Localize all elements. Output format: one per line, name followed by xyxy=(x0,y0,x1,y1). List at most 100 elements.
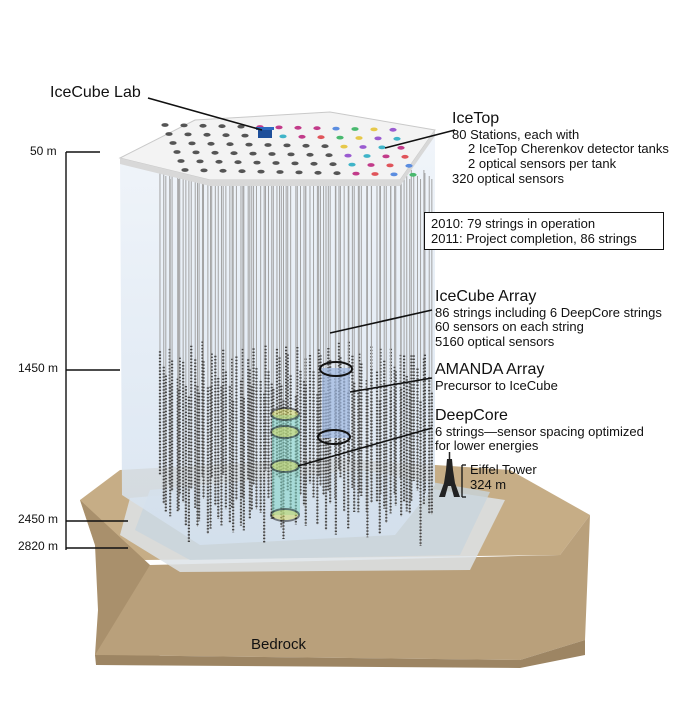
icetop-tank xyxy=(313,126,321,131)
icetop-tank xyxy=(295,170,303,175)
icetop-tanks xyxy=(161,123,417,177)
icetop-line: 80 Stations, each with xyxy=(452,126,580,142)
icecube-array-line: 86 strings including 6 DeepCore strings xyxy=(435,304,662,320)
icetop-tank xyxy=(336,135,344,140)
icetop-tank xyxy=(215,159,223,164)
icecube-lab-label: IceCube Lab xyxy=(50,84,141,101)
icetop-line: 2 IceTop Cherenkov detector tanks xyxy=(468,141,669,157)
icetop-tank xyxy=(165,132,173,136)
deepcore-line: 6 strings—sensor spacing optimized xyxy=(435,423,644,439)
icetop-tank xyxy=(378,145,386,150)
icetop-tank xyxy=(352,171,360,176)
status-line: 2010: 79 strings in operation xyxy=(431,216,596,231)
icetop-tank xyxy=(382,154,390,159)
icecube-array-block: IceCube Array 86 strings including 6 Dee… xyxy=(435,288,662,350)
icetop-tank xyxy=(275,125,283,130)
icetop-tank xyxy=(234,160,242,165)
icetop-tank xyxy=(314,170,322,175)
icetop-surface xyxy=(118,111,436,186)
icetop-tank xyxy=(340,144,348,149)
icetop-tank xyxy=(348,162,356,167)
icetop-tank xyxy=(257,169,265,174)
icetop-tank xyxy=(272,161,280,165)
eiffel-bracket xyxy=(461,464,466,498)
icetop-tank xyxy=(181,168,189,172)
icetop-tank xyxy=(230,151,238,156)
icetop-tank xyxy=(405,163,413,168)
icetop-tank xyxy=(393,136,401,141)
icetop-tank xyxy=(302,143,310,148)
icetop-tank xyxy=(249,151,257,156)
icetop-tank xyxy=(253,160,261,165)
icetop-tank xyxy=(359,145,367,149)
amanda-title: AMANDA Array xyxy=(435,361,545,378)
icetop-tank xyxy=(279,134,287,139)
icetop-tank xyxy=(241,133,249,138)
deepcore-ring xyxy=(270,407,300,421)
icetop-tank xyxy=(200,168,208,173)
icetop-block: IceTop 80 Stations, each with 2 IceTop C… xyxy=(452,110,669,186)
icetop-tank xyxy=(389,127,397,132)
eiffel-tower-icon xyxy=(439,452,460,497)
deepcore-ring xyxy=(270,459,300,473)
bedrock-bottom xyxy=(95,640,585,668)
icetop-tank xyxy=(409,172,417,177)
icetop-tank xyxy=(207,141,215,146)
icetop-tank xyxy=(332,126,340,131)
icetop-tank xyxy=(192,150,200,155)
amanda-subtitle: Precursor to IceCube xyxy=(435,377,558,393)
bedrock-front xyxy=(95,515,590,660)
icetop-tank xyxy=(298,134,306,139)
icecube-array-line: 60 sensors on each string xyxy=(435,319,584,335)
icetop-tank xyxy=(177,159,185,163)
icetop-tank xyxy=(222,133,230,138)
depth-scale xyxy=(65,151,128,550)
icetop-tank xyxy=(317,135,325,140)
icetop-tank xyxy=(325,153,333,158)
deepcore-array xyxy=(270,407,300,522)
icetop-tank xyxy=(370,127,378,132)
status-line: 2011: Project completion, 86 strings xyxy=(431,231,637,246)
eiffel-title: Eiffel Tower xyxy=(470,462,537,477)
icetop-tank xyxy=(333,171,341,176)
icecube-lab-building xyxy=(256,127,274,138)
icetop-tank xyxy=(351,127,359,131)
icetop-tank xyxy=(203,132,211,137)
icetop-tank xyxy=(196,159,204,164)
icetop-tank xyxy=(374,136,382,141)
amanda-block: AMANDA Array Precursor to IceCube xyxy=(435,361,558,393)
icetop-tank xyxy=(310,161,318,166)
icetop-tank xyxy=(401,154,409,159)
icetop-tank xyxy=(245,142,253,147)
icetop-tank xyxy=(180,123,188,128)
icetop-tank xyxy=(169,141,177,145)
icetop-tank xyxy=(283,143,291,148)
icetop-tank xyxy=(226,142,234,147)
icetop-tank xyxy=(355,136,363,140)
leader-lines xyxy=(147,97,456,467)
depth-label-2820: 2820 m xyxy=(18,539,59,553)
icetop-tank xyxy=(390,172,398,177)
eiffel-height: 324 m xyxy=(470,476,507,492)
icetop-tank xyxy=(371,172,379,176)
icetop-tank xyxy=(321,144,329,149)
icetop-tank xyxy=(386,163,394,168)
eiffel-block: Eiffel Tower 324 m xyxy=(470,462,537,492)
status-box: 2010: 79 strings in operation 2011: Proj… xyxy=(424,212,664,250)
icetop-tank xyxy=(276,170,284,174)
icetop-tank xyxy=(291,161,299,166)
icetop-tank xyxy=(173,150,181,154)
icetop-title: IceTop xyxy=(452,110,500,127)
depth-label-50: 50 m xyxy=(30,144,57,158)
icecube-array-title: IceCube Array xyxy=(435,288,537,305)
depth-label-1450: 1450 m xyxy=(18,361,59,375)
deepcore-ring xyxy=(270,508,300,522)
icetop-tank xyxy=(287,152,295,157)
deepcore-ring xyxy=(270,425,300,439)
icetop-tank xyxy=(294,125,302,130)
icetop-line: 320 optical sensors xyxy=(452,170,565,186)
deepcore-block: DeepCore 6 strings—sensor spacing optimi… xyxy=(435,407,644,454)
icetop-tank xyxy=(161,123,169,127)
icetop-tank xyxy=(238,169,246,174)
